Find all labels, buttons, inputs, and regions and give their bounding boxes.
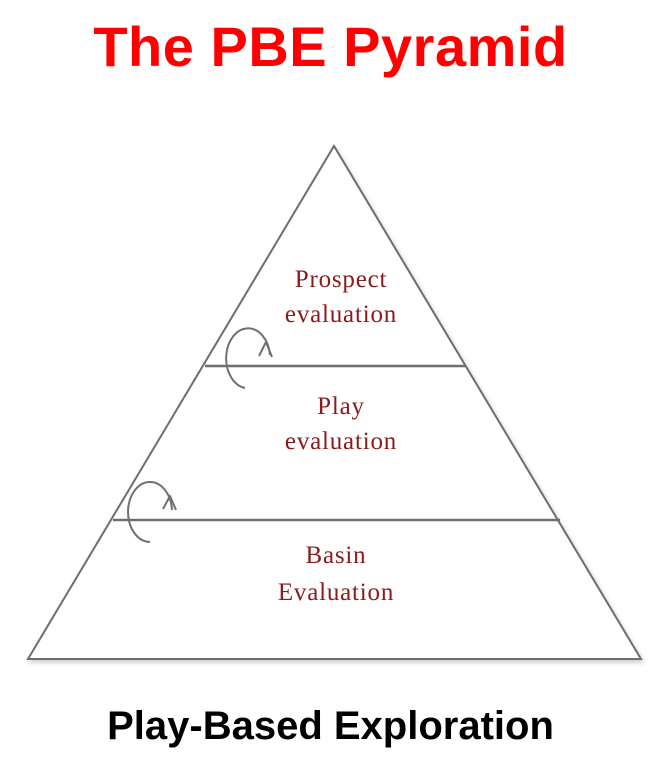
tier-prospect-label-line1: Prospect	[295, 266, 388, 293]
pyramid-outline	[26, 144, 643, 660]
diagram-subtitle: Play-Based Exploration	[107, 704, 554, 748]
cycle-arrow-icon	[225, 327, 273, 389]
diagram-title: The PBE Pyramid	[93, 15, 568, 78]
cycle-arrow-icon	[127, 481, 177, 543]
tier-play-label-line1: Play	[317, 393, 365, 420]
tier-basin-label-line1: Basin	[306, 542, 367, 569]
tier-prospect-label-line2: evaluation	[285, 301, 397, 328]
tier-play-label-line2: evaluation	[285, 428, 397, 455]
tier-basin-label-line2: Evaluation	[278, 579, 394, 606]
